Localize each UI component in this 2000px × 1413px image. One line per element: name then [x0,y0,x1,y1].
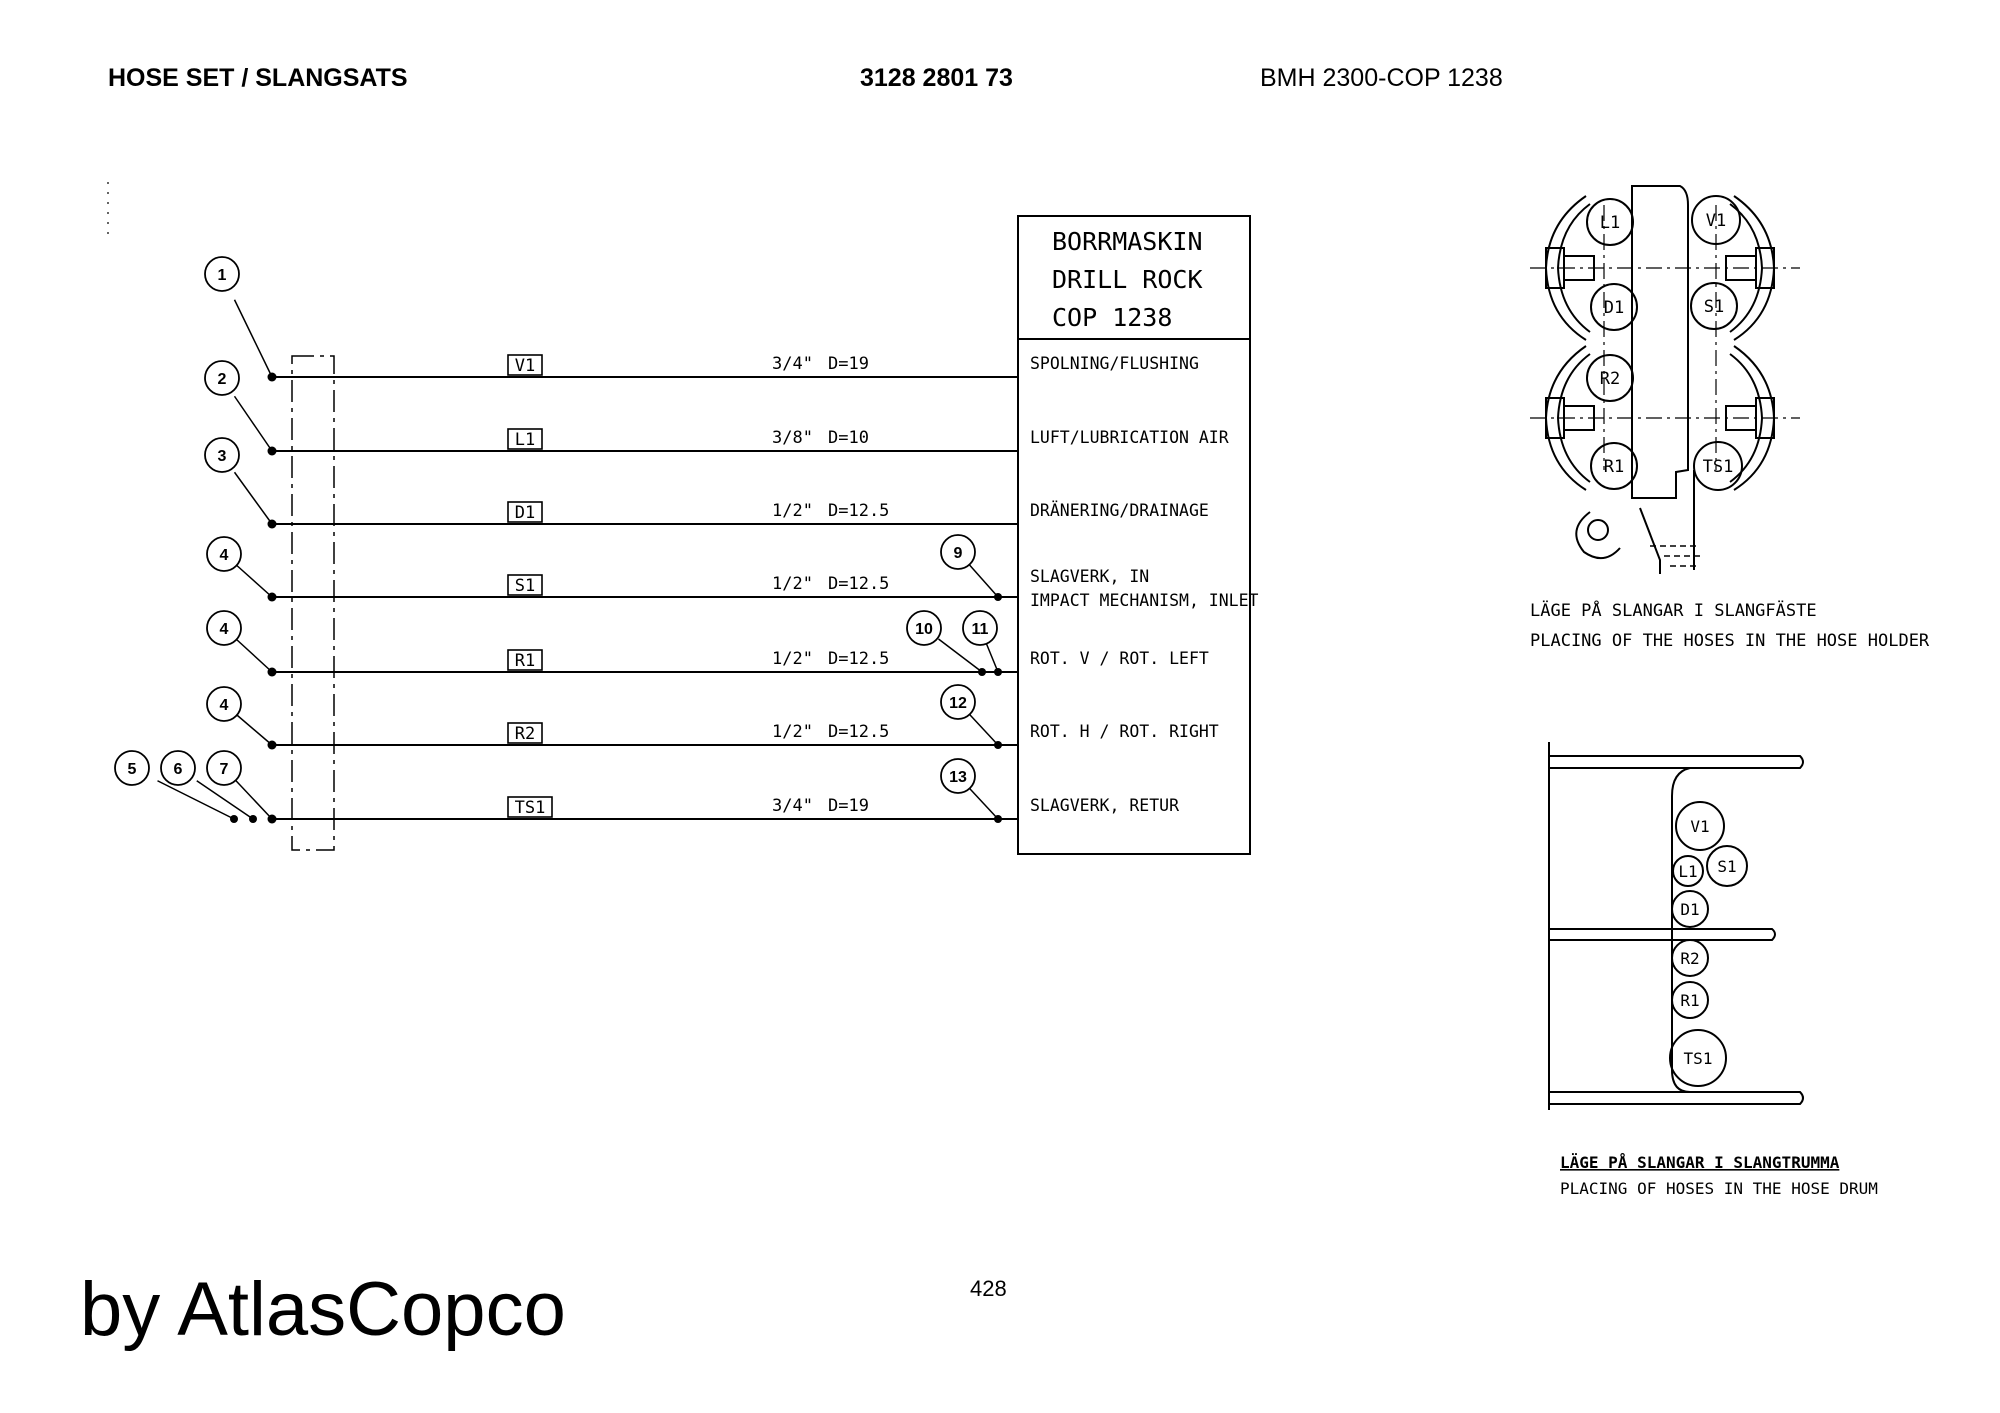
holder-label-ts1: TS1 [1703,457,1734,477]
callout-right-2: 10 [915,621,933,638]
hose-diameter-ts1: D=19 [828,796,869,816]
holder-label-r2: R2 [1600,369,1620,389]
drum-label-s1: S1 [1717,857,1736,876]
callout-left-6-bubble [206,686,242,722]
drum-label-v1: V1 [1690,817,1709,836]
callout-left-5-bubble [206,610,242,646]
callout-left-6: 4 [220,697,229,714]
hose-code-box-r2 [507,722,543,744]
hose-size-r2: 1/2" [772,722,813,742]
hose-size-d1: 1/2" [772,501,813,521]
hose-code-d1: D1 [515,503,535,523]
hose-diameter-l1: D=10 [828,428,869,448]
hose-function-r2: ROT. H / ROT. RIGHT [1030,722,1219,741]
callout-left-9: 7 [220,761,229,778]
hose-function-s1: SLAGVERK, IN [1030,567,1149,586]
callout-left-8-bubble [160,750,196,786]
callout-left-3: 3 [218,448,227,465]
hose-code-ts1: TS1 [515,798,546,818]
callout-right-1-bubble [940,534,976,570]
drum-label-r1: R1 [1680,991,1699,1010]
hose-size-s1: 1/2" [772,574,813,594]
drum-caption-sv: LÄGE PÅ SLANGAR I SLANGTRUMMA [1560,1153,1840,1172]
hose-diameter-d1: D=12.5 [828,501,889,521]
hose-holder-drawing [1530,185,1800,574]
callout-left-4-bubble [206,536,242,572]
callout-left-8: 6 [174,761,183,778]
hose-code-v1: V1 [515,356,535,376]
hose-diameter-v1: D=19 [828,354,869,374]
hose-code-r1: R1 [515,651,535,671]
drum-label-ts1: TS1 [1684,1049,1713,1068]
brand-footer: by AtlasCopco [80,1267,566,1352]
hose-diameter-s1: D=12.5 [828,574,889,594]
holder-label-l1: L1 [1600,213,1620,233]
hose-code-s1: S1 [515,576,535,596]
hose-function-ts1: SLAGVERK, RETUR [1030,796,1179,815]
holder-caption-sv: LÄGE PÅ SLANGAR I SLANGFÄSTE [1530,599,1817,621]
drum-caption-en: PLACING OF HOSES IN THE HOSE DRUM [1560,1179,1878,1198]
callout-left-7-bubble [114,750,150,786]
document-title: HOSE SET / SLANGSATS [108,64,408,92]
drum-label-d1: D1 [1680,900,1699,919]
hose-function-s1-2: IMPACT MECHANISM, INLET [1030,591,1259,610]
hose-function-l1: LUFT/LUBRICATION AIR [1030,428,1229,447]
holder-label-r1: R1 [1604,457,1624,477]
callout-right-4-bubble [940,684,976,720]
hose-code-box-ts1 [507,796,553,818]
callout-right-1: 9 [954,545,963,562]
hose-diameter-r2: D=12.5 [828,722,889,742]
hose-code-box-l1 [507,428,543,450]
hose-code-r2: R2 [515,724,535,744]
drum-label-l1: L1 [1678,862,1697,881]
callout-left-5: 4 [220,621,229,638]
callout-left-1-bubble [204,256,240,292]
hose-function-v1: SPOLNING/FLUSHING [1030,354,1199,373]
callout-left-3-bubble [204,437,240,473]
hose-code-l1: L1 [515,430,535,450]
callout-left-9-bubble [206,750,242,786]
drill-machine-box [1017,215,1251,855]
callout-left-1: 1 [218,267,227,284]
callout-right-5: 13 [949,769,967,786]
hose-drum-drawing [1548,742,1804,1110]
holder-label-s1: S1 [1704,297,1724,317]
drum-label-r2: R2 [1680,949,1699,968]
hose-function-r1: ROT. V / ROT. LEFT [1030,649,1209,668]
hose-size-r1: 1/2" [772,649,813,669]
holder-label-d1: D1 [1604,298,1624,318]
holder-caption-en: PLACING OF THE HOSES IN THE HOSE HOLDER [1530,631,1930,651]
hose-bundle-outline [291,355,335,851]
callout-right-3-bubble [962,610,998,646]
holder-label-v1: V1 [1706,211,1726,231]
callout-left-4: 4 [220,547,229,564]
machine-label-line-2: DRILL ROCK [1052,265,1203,294]
hose-function-d1: DRÄNERING/DRAINAGE [1030,501,1209,520]
callout-left-7: 5 [128,761,137,778]
callout-left-2-bubble [204,360,240,396]
hose-code-box-v1 [507,354,543,376]
part-number: 3128 2801 73 [860,64,1013,92]
hose-size-ts1: 3/4" [772,796,813,816]
callout-right-2-bubble [906,610,942,646]
callout-right-5-bubble [940,758,976,794]
hose-size-l1: 3/8" [772,428,813,448]
callout-left-2: 2 [218,371,227,388]
model-number: BMH 2300-COP 1238 [1260,64,1503,92]
hose-diameter-r1: D=12.5 [828,649,889,669]
hose-size-v1: 3/4" [772,354,813,374]
callout-right-3: 11 [972,621,989,638]
hose-code-box-r1 [507,649,543,671]
hose-code-box-d1 [507,501,543,523]
hose-code-box-s1 [507,574,543,596]
page-number: 428 [970,1276,1007,1301]
machine-label-line-3: COP 1238 [1052,303,1172,332]
callout-right-4: 12 [949,695,967,712]
machine-label-line-1: BORRMASKIN [1052,227,1203,256]
